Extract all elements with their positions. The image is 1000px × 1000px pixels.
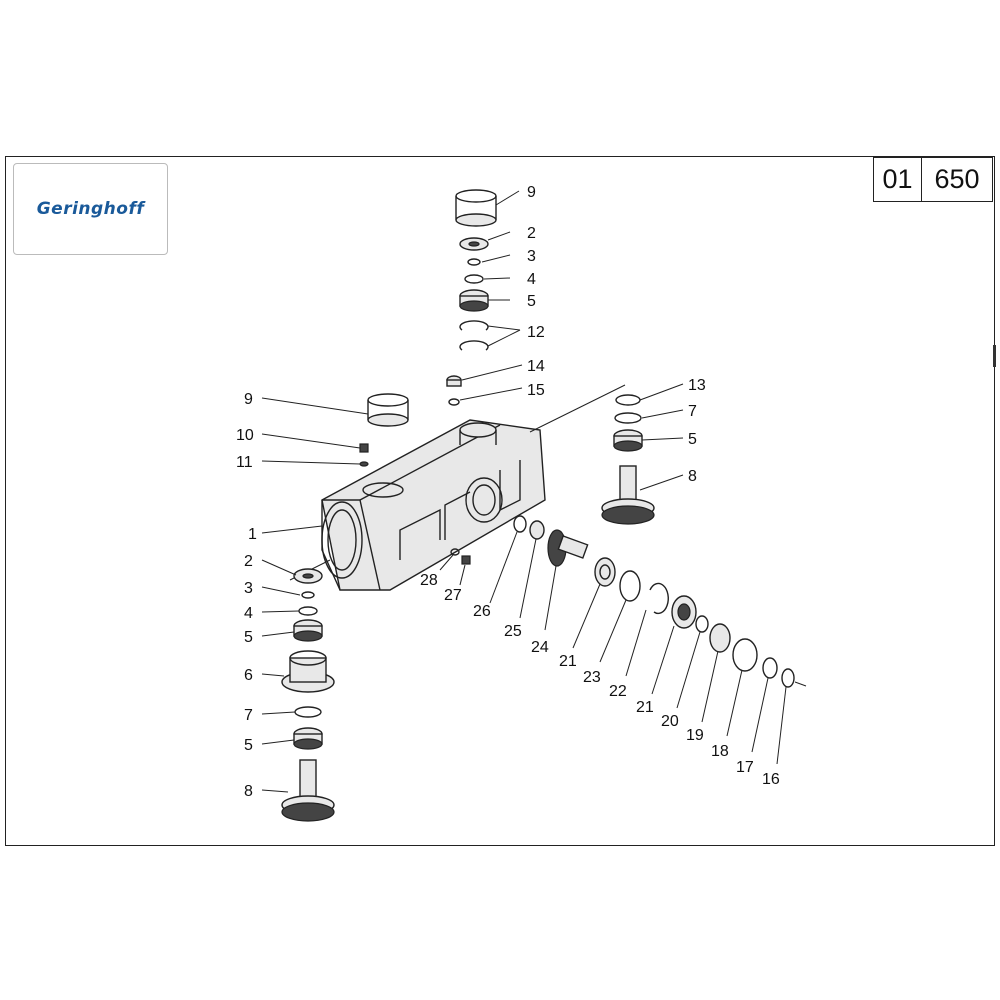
label-12: 12 [527, 324, 545, 341]
part-21-bearing-outer [671, 595, 697, 629]
part-9-top-sleeve [455, 189, 497, 227]
part-12-circlips [459, 320, 489, 351]
part-labels: 9 2 3 4 5 12 14 15 13 7 5 8 9 10 11 1 2 … [236, 184, 780, 800]
part-5-left-bearing-lower [293, 727, 323, 750]
label-3-left: 3 [244, 580, 253, 597]
label-13: 13 [688, 377, 706, 394]
label-27: 27 [444, 587, 462, 604]
label-7-left: 7 [244, 707, 253, 724]
brand-logo: Geringhoff [36, 199, 145, 219]
label-7-right: 7 [688, 403, 697, 420]
label-20: 20 [661, 713, 679, 730]
label-5-top: 5 [527, 293, 536, 310]
drawing-frame [5, 156, 995, 846]
brand-logo-box: Geringhoff [13, 163, 168, 255]
label-16: 16 [762, 771, 780, 788]
label-28: 28 [420, 572, 438, 589]
page-code-number: 650 [934, 164, 980, 194]
part-16-circlip [781, 668, 795, 688]
part-24-pinion-gear [547, 529, 589, 567]
part-4-top-ring [464, 274, 484, 284]
label-11: 11 [236, 454, 253, 471]
label-15: 15 [527, 382, 545, 399]
label-21-outer: 21 [636, 699, 654, 716]
part-3-left-ring [301, 591, 315, 599]
part-1-gearbox-housing [289, 384, 626, 591]
part-2-left-washer [293, 568, 323, 584]
label-4-top: 4 [527, 271, 536, 288]
label-3-top: 3 [527, 248, 536, 265]
page-code-group: 01 [874, 158, 922, 201]
label-5-left-lower: 5 [244, 737, 253, 754]
part-28-washer [450, 548, 460, 556]
label-2-top: 2 [527, 225, 536, 242]
part-21-bearing-inner [594, 557, 616, 587]
label-8-right: 8 [688, 468, 697, 485]
part-19-seal [709, 623, 731, 653]
part-7-left-ring [294, 706, 322, 718]
part-13-right-ring [615, 394, 641, 406]
part-15-seal [448, 398, 460, 406]
label-8-left: 8 [244, 783, 253, 800]
part-6-flange [281, 650, 335, 693]
label-22: 22 [609, 683, 627, 700]
label-14: 14 [527, 358, 545, 375]
label-6: 6 [244, 667, 253, 684]
part-5-left-bearing-upper [293, 619, 323, 642]
part-3-top-ring [467, 258, 481, 266]
label-4-left: 4 [244, 605, 253, 622]
label-5-right: 5 [688, 431, 697, 448]
label-25: 25 [504, 623, 522, 640]
label-21-inner: 21 [559, 653, 577, 670]
label-1: 1 [248, 526, 257, 543]
label-19: 19 [686, 727, 704, 744]
part-4-left-ring [298, 606, 318, 616]
label-2-left: 2 [244, 553, 253, 570]
part-8-left-bevel-gear [281, 759, 335, 822]
edge-mark [993, 345, 996, 367]
label-17: 17 [736, 759, 754, 776]
label-9-top: 9 [527, 184, 536, 201]
part-2-top-washer [459, 237, 489, 251]
label-5-left-upper: 5 [244, 629, 253, 646]
part-26-ring [513, 515, 527, 533]
part-27-screw [461, 555, 471, 565]
part-7-right-ring [614, 412, 642, 424]
label-24: 24 [531, 639, 549, 656]
page-code-box: 01 650 [873, 157, 993, 202]
label-23: 23 [583, 669, 601, 686]
part-23-ring [619, 570, 641, 602]
part-9-left-sleeve [367, 393, 409, 427]
leader-lines [261, 190, 787, 793]
part-5-right-bearing [613, 429, 643, 452]
part-11-washer [359, 461, 369, 467]
part-17-ring [762, 657, 778, 679]
label-26: 26 [473, 603, 491, 620]
part-14-plug [446, 375, 462, 387]
label-10: 10 [236, 427, 254, 444]
part-20-ring [695, 615, 709, 633]
label-18: 18 [711, 743, 729, 760]
part-18-cover [732, 638, 758, 672]
part-8-right-bevel-gear [601, 465, 655, 525]
part-22-circlip [649, 582, 669, 615]
part-10-screw [359, 443, 369, 453]
part-5-top-bearing [459, 289, 489, 312]
part-25-spacer [529, 520, 545, 540]
label-9-left: 9 [244, 391, 253, 408]
